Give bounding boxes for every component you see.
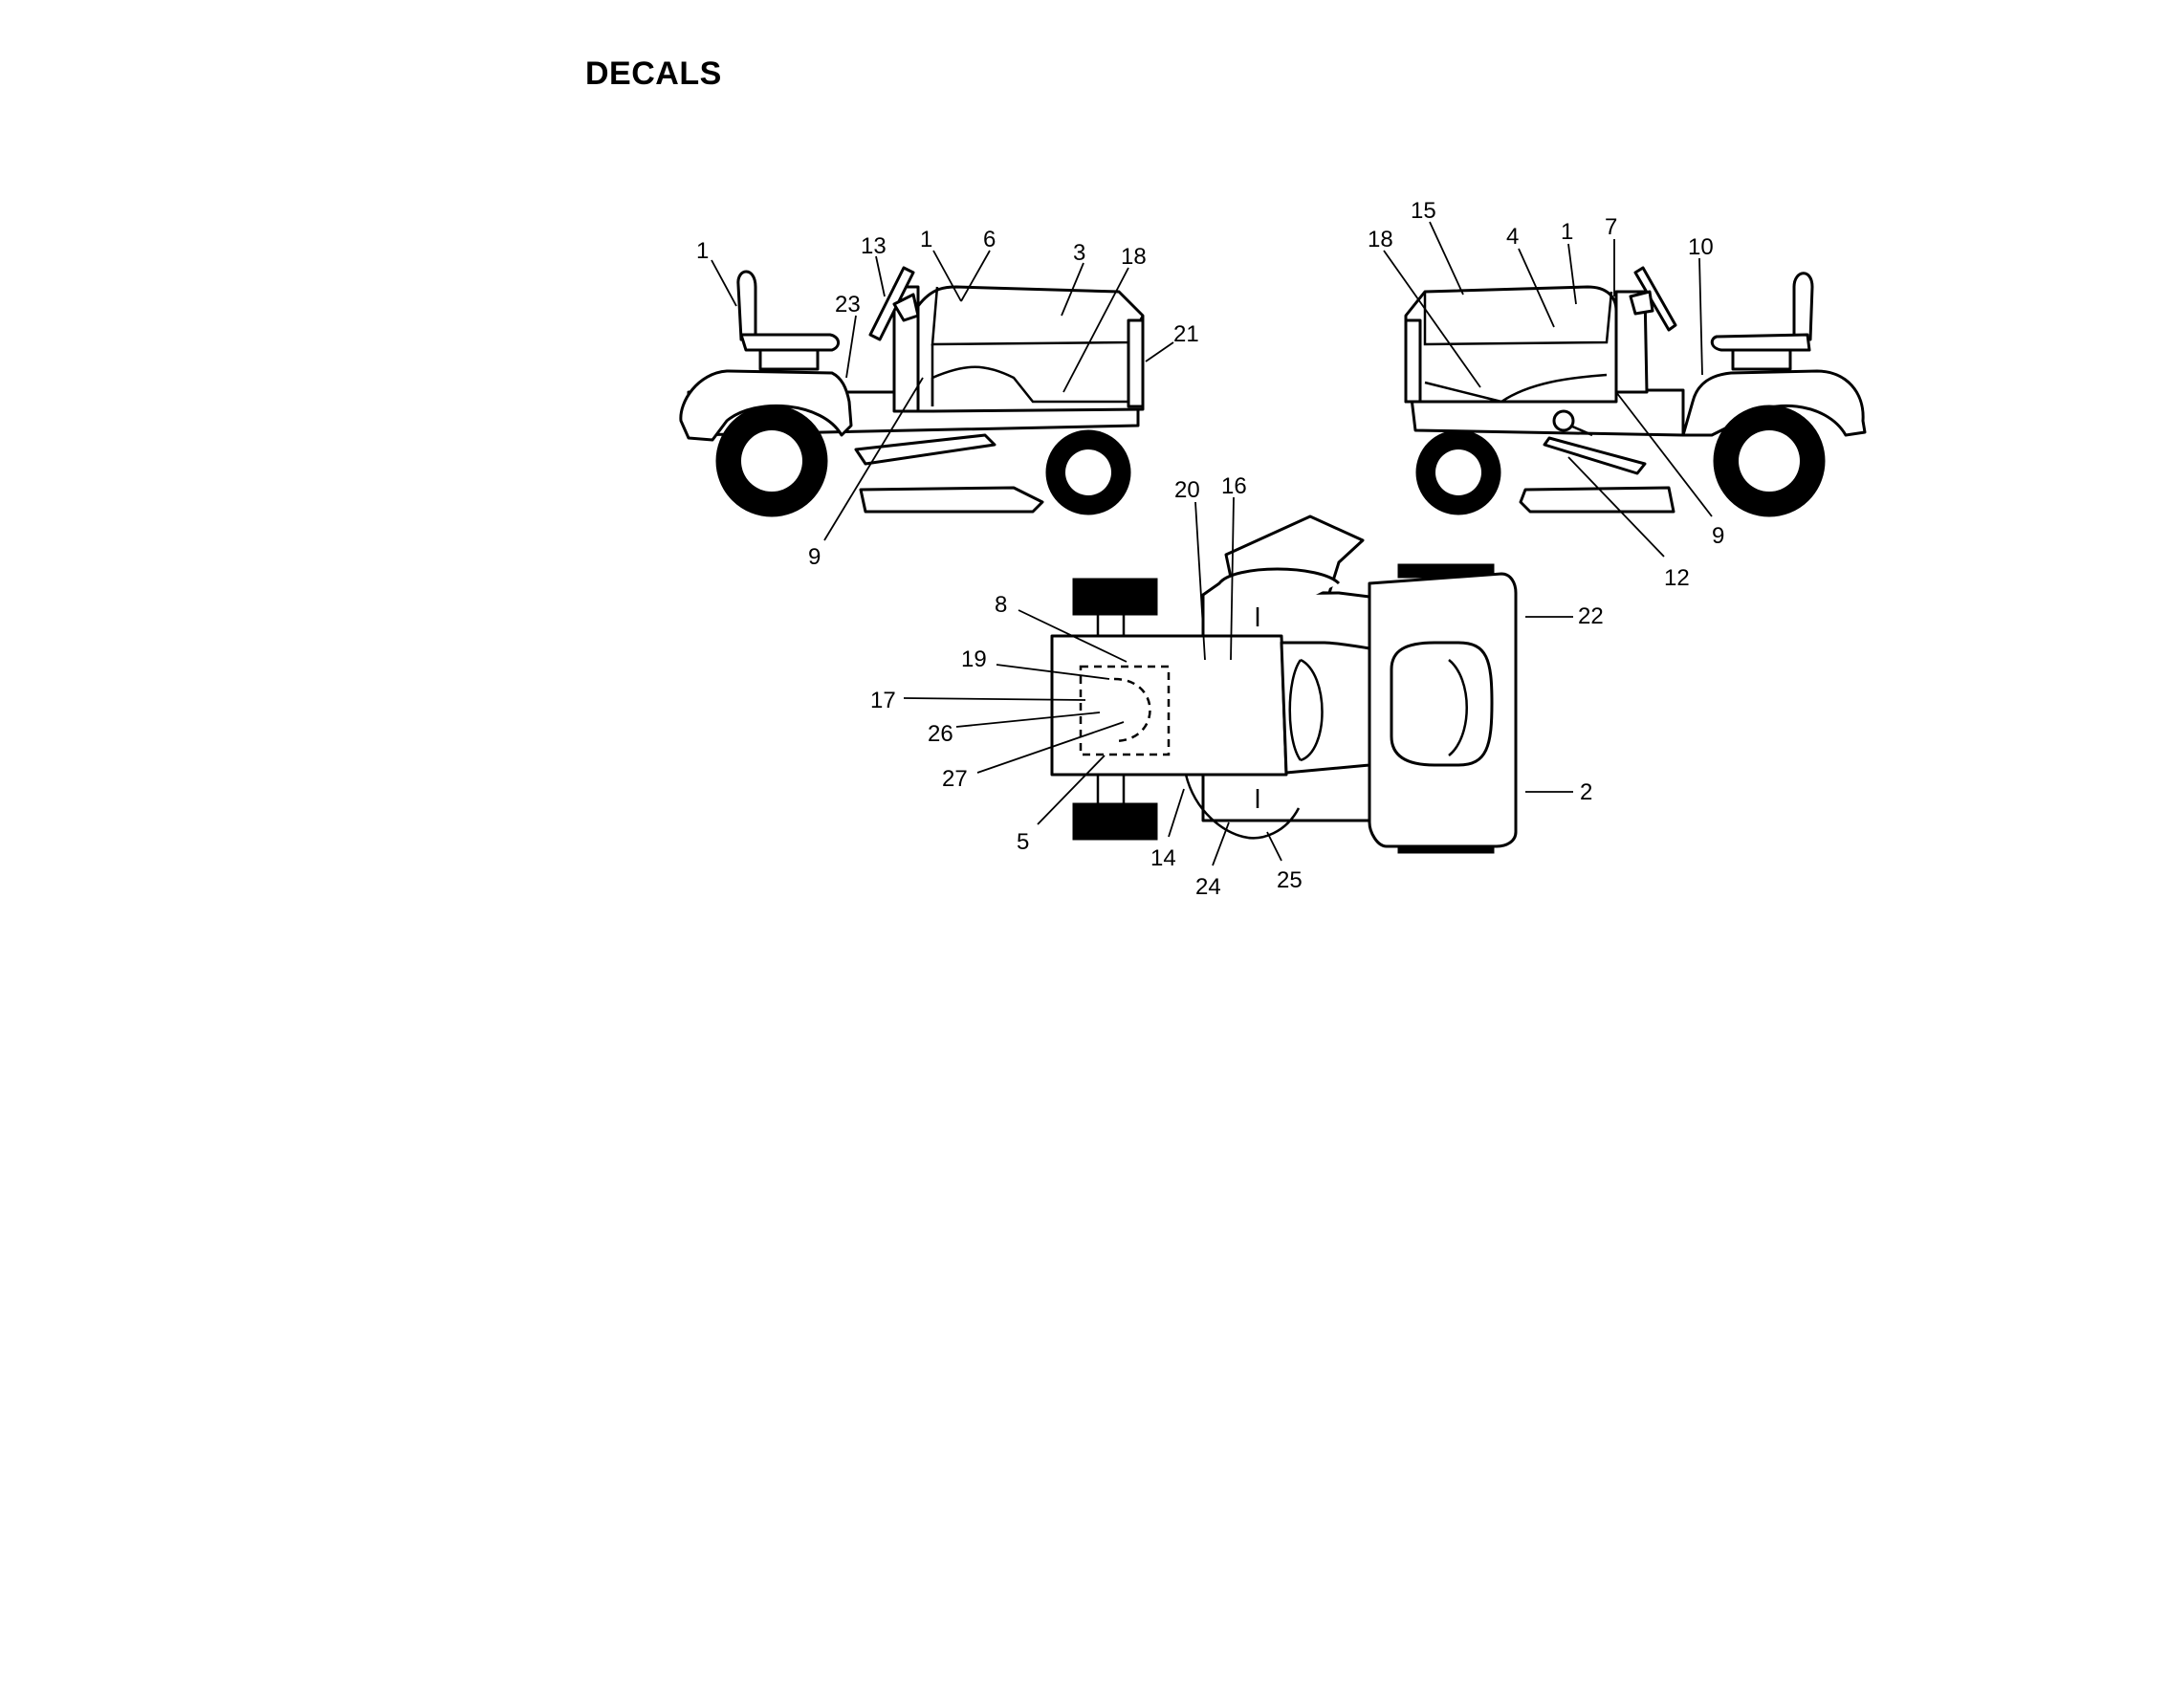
callout-label: 13: [861, 233, 887, 259]
left-steering-wheel: [868, 266, 915, 341]
callout-label: 21: [1173, 321, 1199, 347]
right-lift-lever: [1543, 436, 1647, 475]
callout-label: 1: [920, 227, 932, 252]
right-lever-knob: [1552, 409, 1575, 432]
left-seat: [739, 333, 840, 352]
right-side-view: 15 18 4 1 7 10 9 12: [1368, 198, 1867, 591]
callout-label: 12: [1664, 565, 1690, 591]
right-rear-rim: [1739, 430, 1800, 492]
callout-label: 18: [1368, 227, 1393, 252]
callout-label: 6: [983, 227, 996, 252]
callout-label: 23: [835, 292, 861, 318]
top-view: 20 16 8 19 17 26 27 5 14 24 25 22 2: [870, 473, 1604, 900]
callout-label: 27: [942, 766, 968, 792]
left-side-view: 1 13 1 6 3 18 23 21 9: [679, 227, 1199, 570]
right-front-rim: [1435, 449, 1481, 495]
callout-label: 19: [961, 646, 987, 672]
top-deck-curve: [1201, 567, 1341, 650]
callout-label: 9: [808, 544, 821, 570]
callout-label: 9: [1712, 523, 1724, 549]
callout-label: 7: [1605, 214, 1617, 240]
callout-label: 4: [1506, 224, 1519, 250]
left-seat-back: [736, 270, 757, 341]
dashed-decal-oval: [1113, 677, 1151, 743]
left-grille: [1127, 318, 1145, 408]
front-left-tire: [1072, 578, 1158, 616]
callout-label: 20: [1174, 477, 1200, 503]
callout-label: 1: [1561, 219, 1573, 245]
callout-label: 17: [870, 688, 896, 713]
callout-label: 5: [1017, 829, 1029, 855]
page-title: DECALS: [585, 55, 722, 92]
top-seat: [1390, 641, 1494, 767]
right-grille: [1404, 318, 1422, 404]
left-rear-rim: [741, 430, 802, 492]
callout-label: 14: [1150, 845, 1176, 871]
callout-label: 3: [1073, 240, 1085, 266]
left-seat-base: [758, 348, 820, 371]
callout-label: 1: [696, 238, 709, 264]
callout-label: 18: [1121, 244, 1147, 270]
right-seat-base: [1731, 348, 1792, 371]
dashed-decal-area: [1079, 665, 1171, 756]
right-mower-deck: [1519, 486, 1675, 514]
callout-label: 8: [995, 592, 1007, 618]
callout-label: 15: [1411, 198, 1436, 224]
callout-label: 24: [1195, 874, 1221, 900]
top-mid-section: [1280, 641, 1371, 775]
right-steering-column: [1629, 290, 1654, 316]
callout-label: 2: [1580, 779, 1592, 805]
callout-label: 16: [1221, 473, 1247, 499]
left-lift-lever: [854, 433, 996, 466]
callout-label: 22: [1578, 603, 1604, 629]
left-hood-contour: [931, 365, 1128, 404]
left-mower-deck: [859, 486, 1044, 514]
callout-label: 25: [1277, 867, 1303, 893]
right-seat: [1710, 333, 1811, 352]
left-front-rim: [1065, 449, 1111, 495]
right-hood-line: [1423, 291, 1613, 346]
right-seat-back: [1792, 272, 1814, 341]
right-steering-wheel: [1633, 266, 1677, 332]
front-right-tire: [1072, 802, 1158, 841]
right-hood-contour: [1424, 373, 1608, 404]
callout-label: 10: [1688, 234, 1714, 260]
callout-label: 26: [928, 721, 953, 747]
side-arc: [1184, 774, 1301, 840]
